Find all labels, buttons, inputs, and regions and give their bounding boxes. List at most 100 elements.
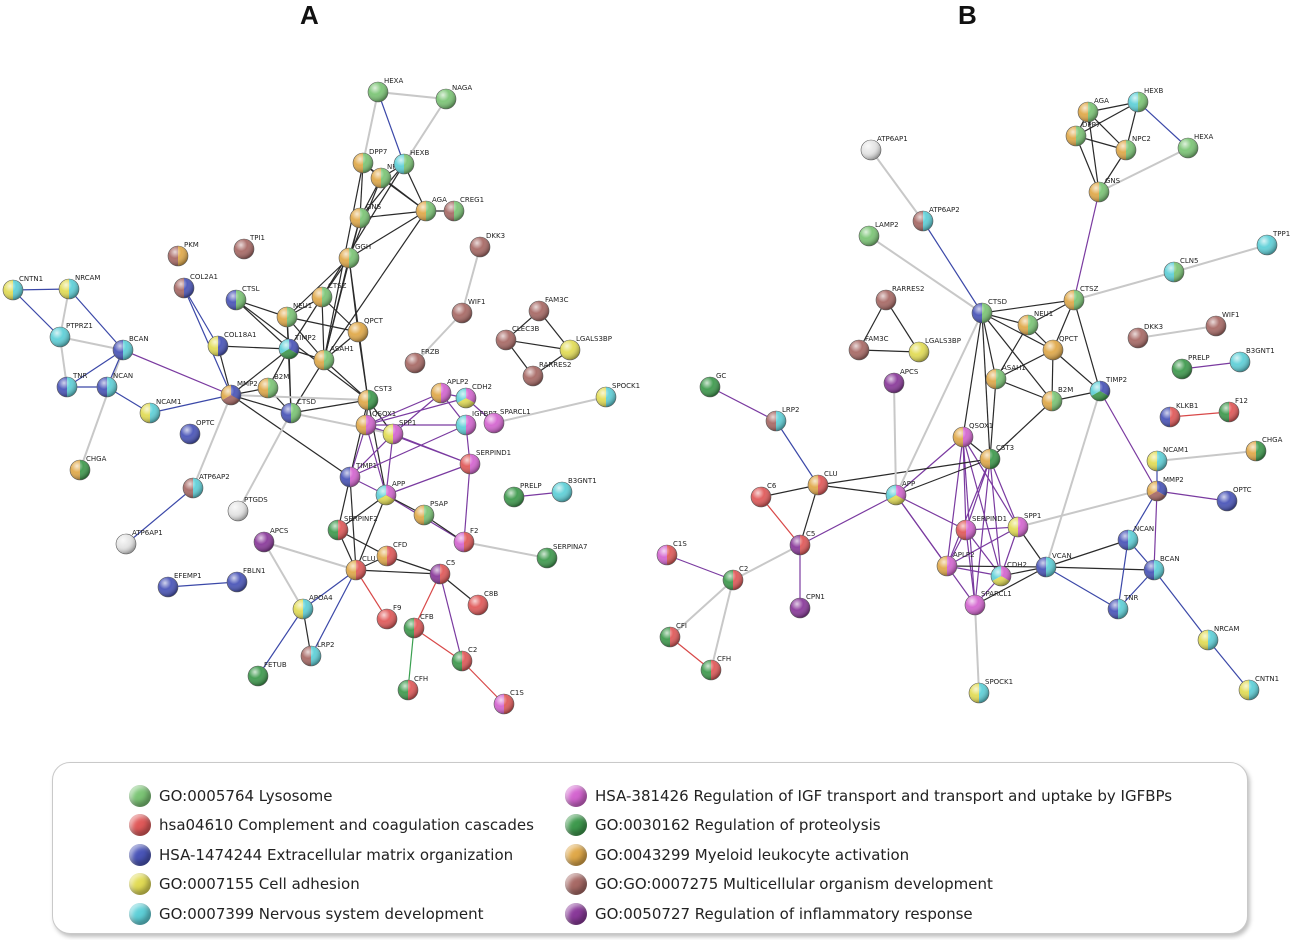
network-b-node-neu1[interactable]: NEU1 [1017, 310, 1053, 336]
network-a-node-timp1[interactable]: TIMP1 [339, 462, 377, 488]
network-b-node-npc2[interactable]: NPC2 [1115, 135, 1151, 161]
network-b-node-mmp2[interactable]: MMP2 [1146, 476, 1184, 502]
network-b-node-bcan[interactable]: BCAN [1143, 555, 1180, 581]
network-a-node-cst3[interactable]: CST3 [357, 385, 392, 411]
network-b-node-wif1[interactable]: WIF1 [1205, 311, 1239, 337]
network-a-node-fbln1[interactable]: FBLN1 [226, 567, 265, 593]
network-b-node-cln5[interactable]: CLN5 [1163, 257, 1198, 283]
network-a-node-frzb[interactable]: FRZB [404, 348, 440, 374]
network-a-node-wif1[interactable]: WIF1 [451, 298, 485, 324]
network-a-node-ptprz1[interactable]: PTPRZ1 [49, 322, 93, 348]
network-b-node-ncan[interactable]: NCAN [1117, 525, 1154, 551]
network-b-node-tpp1[interactable]: TPP1 [1256, 230, 1290, 256]
network-b-node-dkk3[interactable]: DKK3 [1127, 323, 1163, 349]
network-a-node-mmp2[interactable]: MMP2 [220, 380, 258, 406]
network-a-node-hexb[interactable]: HEXB [393, 149, 429, 175]
network-a-node-psap[interactable]: PSAP [413, 500, 448, 526]
network-b-node-tnr[interactable]: TNR [1107, 594, 1139, 620]
network-b-node-app[interactable]: APP [885, 480, 915, 506]
network-a-node-ggh[interactable]: GGH [338, 243, 371, 269]
network-a-node-apcs[interactable]: APCS [253, 527, 289, 553]
network-a-node-tpi1[interactable]: TPI1 [233, 234, 265, 260]
network-b-node-cfh[interactable]: CFH [700, 655, 731, 681]
network-b-node-fam3c[interactable]: FAM3C [848, 335, 889, 361]
network-b-node-lrp2[interactable]: LRP2 [765, 406, 799, 432]
network-a-node-apoa4[interactable]: APOA4 [292, 594, 333, 620]
network-a-node-naga[interactable]: NAGA [435, 84, 472, 110]
network-a-node-rarres2[interactable]: RARRES2 [522, 361, 571, 387]
network-b-node-cst3[interactable]: CST3 [979, 444, 1014, 470]
network-a-node-clu[interactable]: CLU [345, 555, 376, 581]
network-a-node-pkm[interactable]: PKM [167, 241, 199, 267]
network-a-node-ncam1[interactable]: NCAM1 [139, 398, 181, 424]
network-b-node-qsox1[interactable]: QSOX1 [952, 422, 993, 448]
network-a-node-neu1[interactable]: NEU1 [276, 302, 312, 328]
network-b-node-b2m[interactable]: B2M [1041, 386, 1073, 412]
network-a-node-bcan[interactable]: BCAN [112, 335, 149, 361]
network-b-node-ctsz[interactable]: CTSZ [1063, 285, 1099, 311]
network-b-node-cntn1[interactable]: CNTN1 [1238, 675, 1279, 701]
network-a-node-f2[interactable]: F2 [453, 527, 478, 553]
network-a-node-dpp7[interactable]: DPP7 [352, 148, 387, 174]
network-b-node-b3gnt1[interactable]: B3GNT1 [1229, 347, 1275, 373]
network-a-node-atp6ap2[interactable]: ATP6AP2 [182, 473, 230, 499]
network-a-node-gns[interactable]: GNS [349, 203, 382, 229]
network-a-node-prelp[interactable]: PRELP [503, 482, 542, 508]
network-b-node-nrcam[interactable]: NRCAM [1197, 625, 1239, 651]
network-a-node-app[interactable]: APP [375, 480, 405, 506]
network-a-node-timp2[interactable]: TIMP2 [278, 334, 316, 360]
network-a-node-nrcam[interactable]: NRCAM [58, 274, 100, 300]
network-b-node-klkb1[interactable]: KLKB1 [1159, 402, 1198, 428]
network-a-node-cfd[interactable]: CFD [376, 541, 407, 567]
network-a-node-dkk3[interactable]: DKK3 [469, 232, 505, 258]
network-a-node-aga[interactable]: AGA [415, 196, 447, 222]
network-a-node-qpct[interactable]: QPCT [347, 317, 384, 343]
network-a-node-cfh[interactable]: CFH [397, 675, 428, 701]
network-b-node-clu[interactable]: CLU [807, 470, 838, 496]
network-b-node-gc[interactable]: GC [699, 372, 726, 398]
network-b-node-apcs[interactable]: APCS [883, 368, 919, 394]
network-b-node-serpind1[interactable]: SERPIND1 [955, 515, 1007, 541]
network-a-node-ctsl[interactable]: CTSL [225, 285, 260, 311]
network-b-node-qpct[interactable]: QPCT [1042, 335, 1079, 361]
network-a-node-creg1[interactable]: CREG1 [443, 196, 484, 222]
network-a-node-atp6ap1[interactable]: ATP6AP1 [115, 529, 163, 555]
network-b-node-gns[interactable]: GNS [1088, 177, 1121, 203]
network-b-node-rarres2[interactable]: RARRES2 [875, 285, 924, 311]
network-b-node-dpp7[interactable]: DPP7 [1065, 121, 1100, 147]
network-b-node-cpn1[interactable]: CPN1 [789, 593, 825, 619]
network-b-node-c2[interactable]: C2 [722, 565, 748, 591]
network-b-node-prelp[interactable]: PRELP [1171, 354, 1210, 380]
network-a-node-aplp2[interactable]: APLP2 [430, 378, 469, 404]
network-a-node-serpind1[interactable]: SERPIND1 [459, 449, 511, 475]
network-b-node-cfi[interactable]: CFI [659, 622, 687, 648]
network-a-node-fetub[interactable]: FETUB [247, 661, 287, 687]
network-a-node-hexa[interactable]: HEXA [367, 77, 403, 103]
network-b-node-ctsd[interactable]: CTSD [971, 298, 1007, 324]
network-a-node-c5[interactable]: C5 [429, 559, 455, 585]
network-a-node-igfbp7[interactable]: IGFBP7 [455, 410, 497, 436]
network-b-node-sparcl1[interactable]: SPARCL1 [964, 590, 1012, 616]
network-b-node-hexb[interactable]: HEXB [1127, 87, 1163, 113]
network-b-node-ncam1[interactable]: NCAM1 [1146, 446, 1188, 472]
network-b-node-atp6ap1[interactable]: ATP6AP1 [860, 135, 908, 161]
network-a-node-optc[interactable]: OPTC [179, 419, 215, 445]
network-a-node-b2m[interactable]: B2M [257, 373, 289, 399]
network-b-node-aga[interactable]: AGA [1077, 97, 1109, 123]
network-a-node-f9[interactable]: F9 [376, 604, 401, 630]
network-b-node-f12[interactable]: F12 [1218, 397, 1248, 423]
network-a-node-cntn1[interactable]: CNTN1 [2, 275, 43, 301]
network-a-node-serpinf2[interactable]: SERPINF2 [327, 515, 378, 541]
network-a-node-lgals3bp[interactable]: LGALS3BP [559, 335, 612, 361]
network-a-node-efemp1[interactable]: EFEMP1 [157, 572, 202, 598]
network-a-node-tnr[interactable]: TNR [56, 372, 88, 398]
network-b-node-c1s[interactable]: C1S [656, 540, 687, 566]
network-a-node-col2a1[interactable]: COL2A1 [173, 273, 218, 299]
network-b-node-lgals3bp[interactable]: LGALS3BP [908, 337, 961, 363]
network-a-node-ctsd[interactable]: CTSD [280, 398, 316, 424]
network-b-node-lamp2[interactable]: LAMP2 [858, 221, 899, 247]
network-b-node-cdh2[interactable]: CDH2 [990, 561, 1027, 587]
network-a-node-chga[interactable]: CHGA [69, 455, 107, 481]
network-a-node-cdh2[interactable]: CDH2 [455, 383, 492, 409]
network-a-node-ptgds[interactable]: PTGDS [227, 496, 268, 522]
